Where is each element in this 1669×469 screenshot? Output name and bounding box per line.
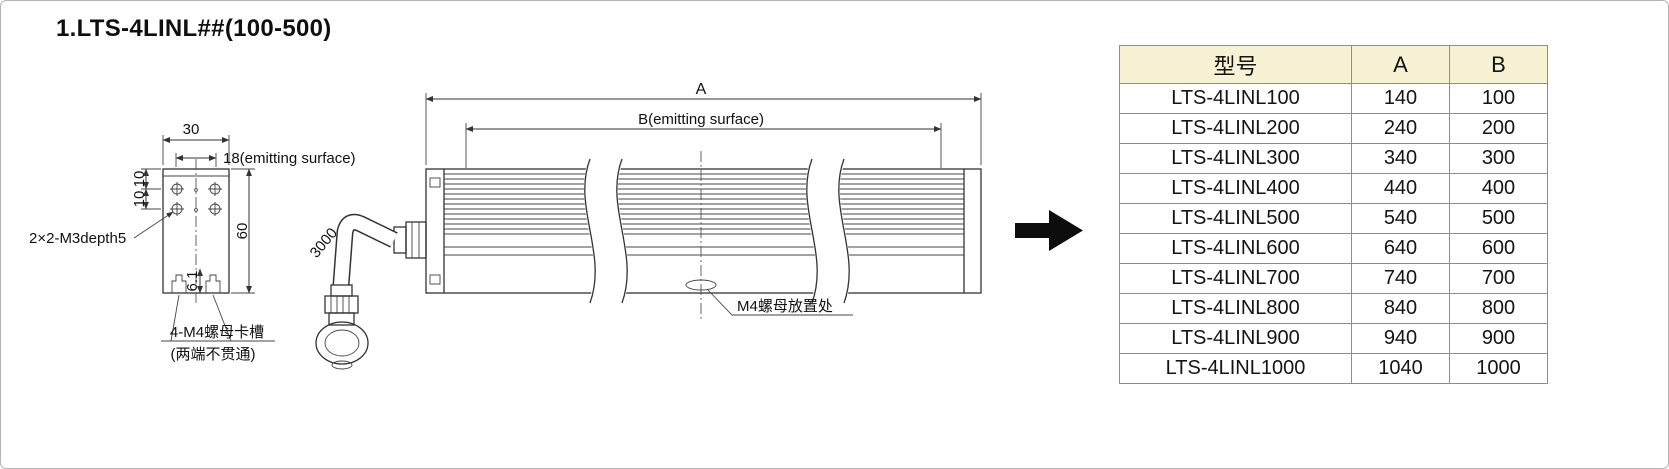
dim-a-cell: 440	[1351, 173, 1450, 204]
dim-b-cell: 1000	[1449, 353, 1548, 384]
dim-height-60: 60	[231, 168, 255, 294]
nut-placement-label: M4螺母放置处	[737, 298, 833, 315]
dim-b-cell: 300	[1449, 143, 1548, 174]
dim-a-cell: 140	[1351, 83, 1450, 114]
dim-a-cell: 840	[1351, 293, 1450, 324]
end-view: 30 18(emitting surface) 10 10 60	[29, 121, 356, 363]
dim-width-30: 30	[162, 121, 230, 165]
dim-b-cell: 200	[1449, 113, 1548, 144]
model-cell: LTS-4LINL200	[1119, 113, 1352, 144]
page-title: 1.LTS-4LINL##(100-500)	[56, 15, 332, 42]
dim-width-label: 30	[183, 121, 200, 138]
dim-pitch-label-1: 10	[131, 171, 148, 188]
nut-slot-label: 4-M4螺母卡槽	[170, 324, 264, 341]
side-view: M4螺母放置处 A B(emitting surface)	[307, 81, 982, 370]
model-cell: LTS-4LINL500	[1119, 203, 1352, 234]
col-header-model: 型号	[1119, 45, 1352, 84]
model-cell: LTS-4LINL400	[1119, 173, 1352, 204]
screw-holes	[170, 182, 222, 216]
dim-b-cell: 700	[1449, 263, 1548, 294]
dim-emitting-length: B(emitting surface)	[465, 111, 942, 168]
col-header-b: B	[1449, 45, 1548, 84]
dim-slot-offset-label: 6.1	[184, 271, 201, 292]
model-cell: LTS-4LINL1000	[1119, 353, 1352, 384]
cable-assembly	[315, 213, 427, 370]
model-cell: LTS-4LINL100	[1119, 83, 1352, 114]
heatsink-fins	[444, 173, 964, 256]
dim-a-cell: 240	[1351, 113, 1450, 144]
nut-slot-note-label: (两端不贯通)	[171, 346, 256, 363]
dim-b-cell: 800	[1449, 293, 1548, 324]
dim-b-cell: 400	[1449, 173, 1548, 204]
dim-a-cell: 640	[1351, 233, 1450, 264]
dim-a-cell: 740	[1351, 263, 1450, 294]
dim-hole-pitch: 10 10	[131, 168, 161, 210]
dim-b-cell: 600	[1449, 233, 1548, 264]
technical-drawing: 30 18(emitting surface) 10 10 60	[29, 81, 1083, 370]
dim-emitting-length-label: B(emitting surface)	[638, 111, 764, 128]
spec-table-head-row: 型号 A B	[1119, 45, 1548, 84]
dim-slot-offset: 6.1	[184, 268, 204, 294]
col-header-a: A	[1351, 45, 1450, 84]
mounting-holes-callout: 2×2-M3depth5	[29, 211, 174, 247]
model-cell: LTS-4LINL300	[1119, 143, 1352, 174]
dim-total-length: A	[425, 81, 982, 165]
model-cell: LTS-4LINL600	[1119, 233, 1352, 264]
model-cell: LTS-4LINL900	[1119, 323, 1352, 354]
m4-nut-slots	[171, 274, 221, 293]
nut-placement-callout: M4螺母放置处	[685, 279, 853, 316]
dim-pitch-label-2: 10	[131, 191, 148, 208]
break-lines	[583, 153, 851, 309]
direction-arrow-icon	[1015, 210, 1083, 251]
dim-emitting-width-label: 18(emitting surface)	[223, 150, 356, 167]
dim-emitting-18: 18(emitting surface)	[175, 150, 356, 167]
nut-slot-callout: 4-M4螺母卡槽 (两端不贯通)	[161, 294, 275, 363]
dim-b-cell: 900	[1449, 323, 1548, 354]
model-cell: LTS-4LINL700	[1119, 263, 1352, 294]
dim-b-cell: 500	[1449, 203, 1548, 234]
dim-height-label: 60	[234, 223, 251, 240]
dim-a-cell: 540	[1351, 203, 1450, 234]
model-cell: LTS-4LINL800	[1119, 293, 1352, 324]
dim-a-cell: 340	[1351, 143, 1450, 174]
dim-b-cell: 100	[1449, 83, 1548, 114]
mounting-holes-label: 2×2-M3depth5	[29, 230, 126, 247]
dim-a-cell: 940	[1351, 323, 1450, 354]
dim-a-cell: 1040	[1351, 353, 1450, 384]
dim-total-length-label: A	[696, 81, 707, 98]
